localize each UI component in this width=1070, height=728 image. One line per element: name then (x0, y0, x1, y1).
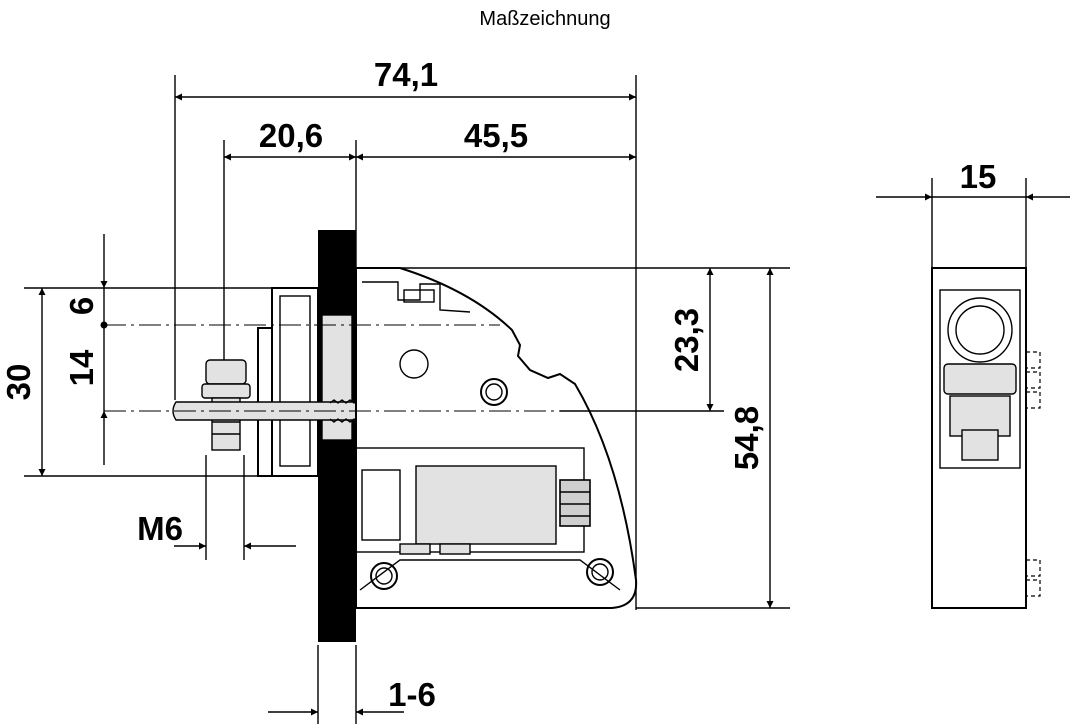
dim-upper-height: 23,3 (668, 308, 705, 372)
front-view: 74,1 20,6 45,5 30 6 14 23,3 54,8 M6 (0, 56, 790, 724)
dim-total-height: 54,8 (728, 406, 765, 470)
dim-hole-spacing: 14 (63, 349, 100, 386)
dim-right-part: 45,5 (464, 117, 528, 154)
side-view: 15 (876, 158, 1070, 609)
dim-panel-thickness: 1-6 (388, 676, 436, 713)
drawing-title: Maßzeichnung (479, 8, 611, 30)
terminal-housing (355, 267, 638, 609)
dim-top-offset: 6 (63, 297, 100, 315)
dim-height-left: 30 (0, 364, 37, 401)
dim-thread: M6 (137, 510, 183, 547)
dim-side-width: 15 (960, 158, 997, 195)
dim-overall-width: 74,1 (374, 56, 438, 93)
dim-left-part: 20,6 (259, 117, 323, 154)
